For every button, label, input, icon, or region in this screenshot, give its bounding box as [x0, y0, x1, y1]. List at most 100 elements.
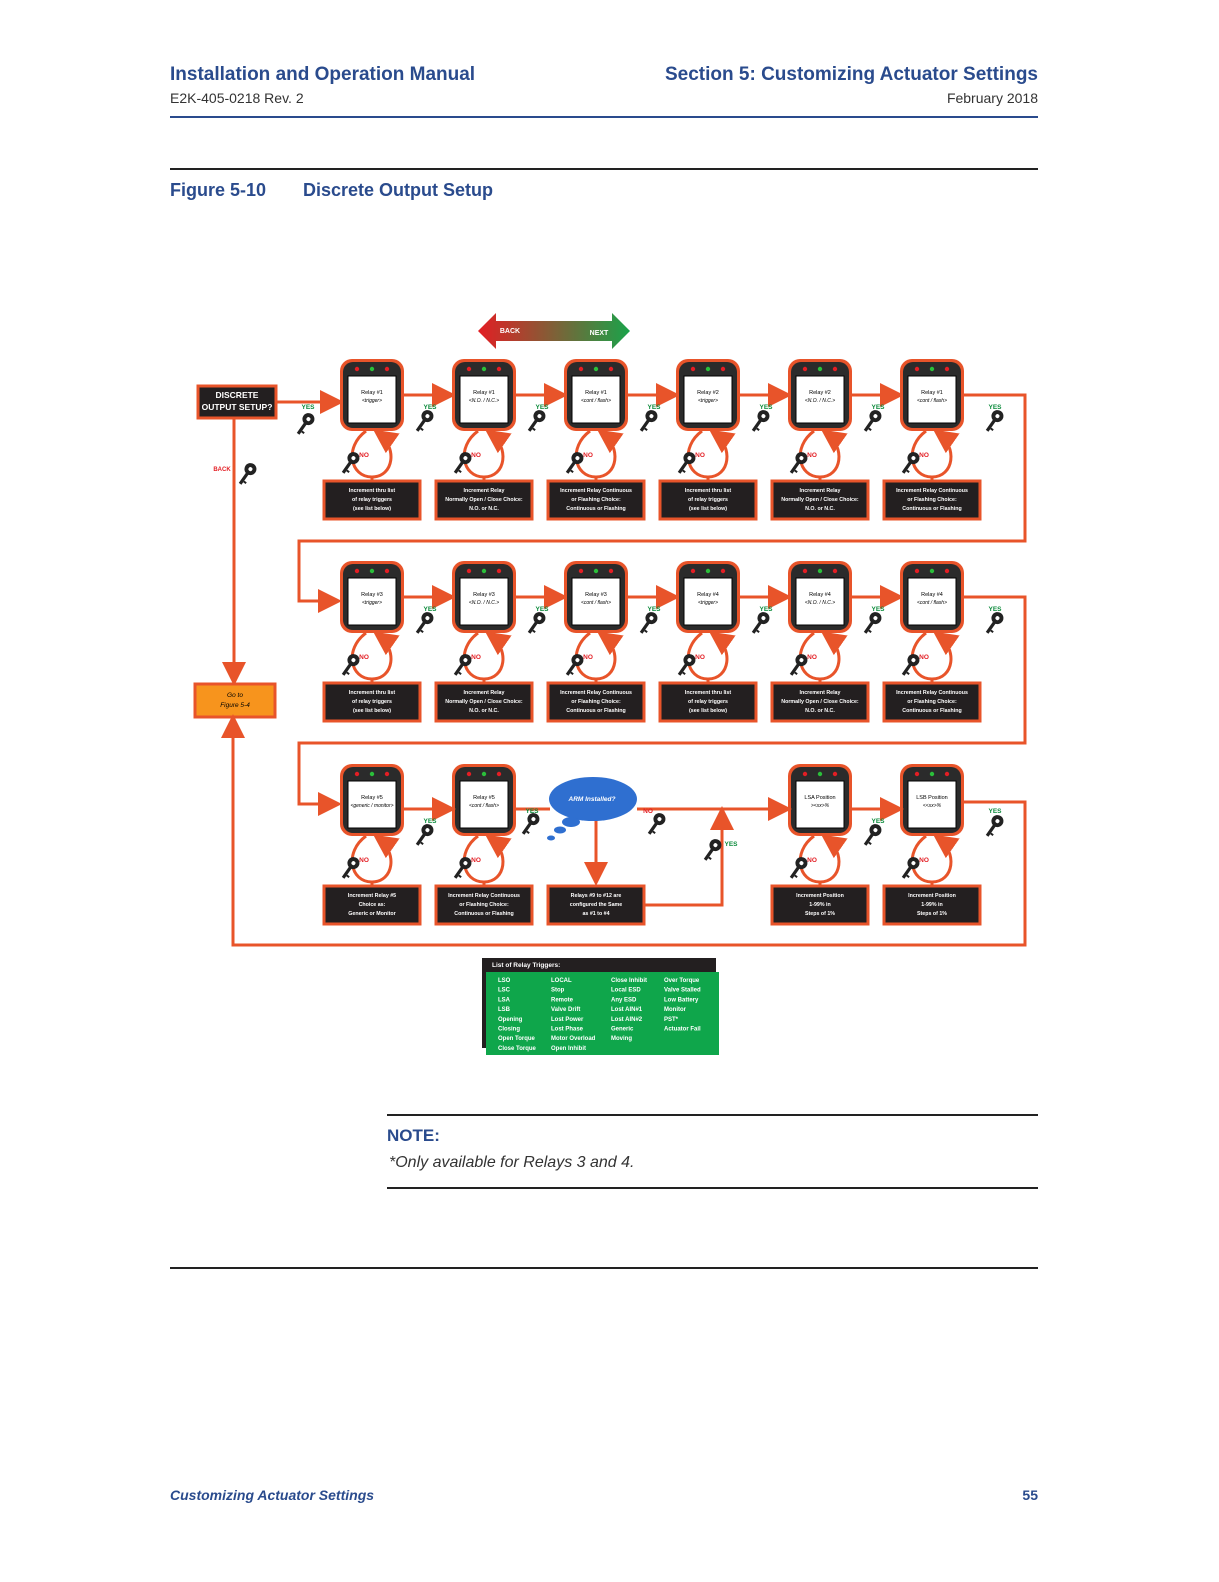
- screen-value: ><xx>%: [811, 803, 830, 809]
- action-text: 1-99% in: [809, 902, 831, 908]
- action-text: as #1 to #4: [582, 911, 609, 917]
- screen-display: [795, 577, 845, 626]
- action-text: or Flashing Choice:: [907, 497, 957, 503]
- trigger-list-box: [486, 972, 719, 1055]
- screen-value: <cont / flash>: [469, 803, 499, 809]
- trigger-list-item: Close Inhibit: [611, 978, 647, 984]
- status-led-red: [832, 568, 838, 574]
- key-icon: [985, 410, 1004, 432]
- goto-box-line: Go to: [227, 692, 243, 699]
- status-led-green: [705, 366, 711, 372]
- trigger-list-item: Lost AIN#1: [611, 1007, 643, 1013]
- screen-display: [459, 780, 509, 829]
- trigger-list-item: Actuator Fail: [664, 1027, 701, 1033]
- screen-display: [683, 375, 733, 424]
- no-label: NO: [695, 452, 705, 459]
- status-led-green: [481, 366, 487, 372]
- no-label: NO: [807, 857, 817, 864]
- key-icon: [565, 654, 584, 676]
- action-text: Increment Relay #5: [348, 893, 396, 899]
- action-box: [322, 884, 422, 926]
- yes-label: YES: [759, 606, 773, 613]
- back-label: BACK: [500, 328, 520, 335]
- action-text: or Flashing Choice:: [459, 902, 509, 908]
- trigger-list-item: Monitor: [664, 1007, 687, 1013]
- screen-display: [795, 375, 845, 424]
- trigger-list-item: Motor Overload: [551, 1036, 596, 1042]
- header-rule: [170, 116, 1038, 118]
- return-arrow: [644, 806, 734, 907]
- back-path-label: BACK: [213, 467, 231, 473]
- screen-title: LSB Position: [916, 795, 948, 801]
- action-text: Normally Open / Close Choice:: [445, 497, 523, 503]
- screen-display: [347, 375, 397, 424]
- action-text: Increment Relay: [800, 690, 841, 696]
- relay-screen: Relay #1<cont / flash>: [564, 359, 628, 431]
- action-box: [658, 479, 758, 521]
- key-icon: [901, 857, 920, 879]
- manual-title: Installation and Operation Manual: [170, 64, 476, 85]
- relay-screen: Relay #1<trigger>: [340, 359, 404, 431]
- status-led-green: [481, 771, 487, 777]
- action-text: Increment thru list: [685, 488, 731, 494]
- note-text: *Only available for Relays 3 and 4.: [389, 1154, 635, 1171]
- no-loop-arrow: [574, 429, 624, 479]
- key-icon: [639, 612, 658, 634]
- relay-screen: LSA Position><xx>%: [788, 764, 852, 836]
- key-icon: [751, 612, 770, 634]
- screen-value: <cont / flash>: [581, 398, 611, 404]
- trigger-list-item: LSB: [498, 1007, 511, 1013]
- action-text: Normally Open / Close Choice:: [445, 699, 523, 705]
- status-led-green: [481, 568, 487, 574]
- no-label: NO: [583, 452, 593, 459]
- yes-label: YES: [423, 606, 437, 613]
- trigger-list-item: Opening: [498, 1017, 523, 1023]
- arm-decision-bubble: [549, 777, 637, 821]
- relay-screen: Relay #4<N.O. / N.C.>: [788, 561, 852, 633]
- relay-screen: LSB Position <<xx>%: [900, 764, 964, 836]
- relay-screen: Relay #1<N.O. / N.C.>: [452, 359, 516, 431]
- action-text: Increment Relay Continuous: [560, 690, 632, 696]
- action-box: [322, 681, 422, 723]
- trigger-list-item: LOCAL: [551, 978, 572, 984]
- yes-label: YES: [759, 404, 773, 411]
- screen-display: [907, 375, 957, 424]
- trigger-list-item: Remote: [551, 997, 574, 1003]
- action-text: or Flashing Choice:: [571, 497, 621, 503]
- no-label: NO: [359, 857, 369, 864]
- action-text: Continuous or Flashing: [566, 506, 625, 512]
- screen-title: Relay #5: [361, 795, 383, 801]
- action-text: Increment Relay Continuous: [896, 488, 968, 494]
- trigger-list-item: Local ESD: [611, 988, 641, 994]
- section-title: Section 5: Customizing Actuator Settings: [665, 64, 1038, 85]
- action-text: Increment Relay Continuous: [896, 690, 968, 696]
- screen-value: <trigger>: [698, 600, 718, 606]
- action-box: [434, 479, 534, 521]
- trigger-list-item: Lost Phase: [551, 1027, 584, 1033]
- key-icon: [415, 824, 434, 846]
- trigger-list-item: Open Inhibit: [551, 1046, 586, 1052]
- status-led-red: [466, 366, 472, 372]
- action-text: Increment Position: [908, 893, 956, 899]
- yes-label: YES: [988, 404, 1002, 411]
- action-text: (see list below): [689, 506, 727, 512]
- status-led-red: [466, 771, 472, 777]
- figure-top-rule: [170, 168, 1038, 170]
- screen-title: Relay #1: [921, 390, 943, 396]
- exit-arrow: [221, 714, 1027, 947]
- note-top-rule: [387, 1114, 1038, 1116]
- screen-title: Relay #4: [921, 592, 943, 598]
- key-icon: [985, 612, 1004, 634]
- screen-value: <<xx>%: [923, 803, 942, 809]
- key-icon: [677, 452, 696, 474]
- trigger-list-item: Open Torque: [498, 1036, 536, 1042]
- screen-title: Relay #5: [473, 795, 495, 801]
- next-label: NEXT: [590, 330, 609, 337]
- goto-box-line: Figure 5-4: [220, 702, 250, 709]
- screen-value: <cont / flash>: [917, 600, 947, 606]
